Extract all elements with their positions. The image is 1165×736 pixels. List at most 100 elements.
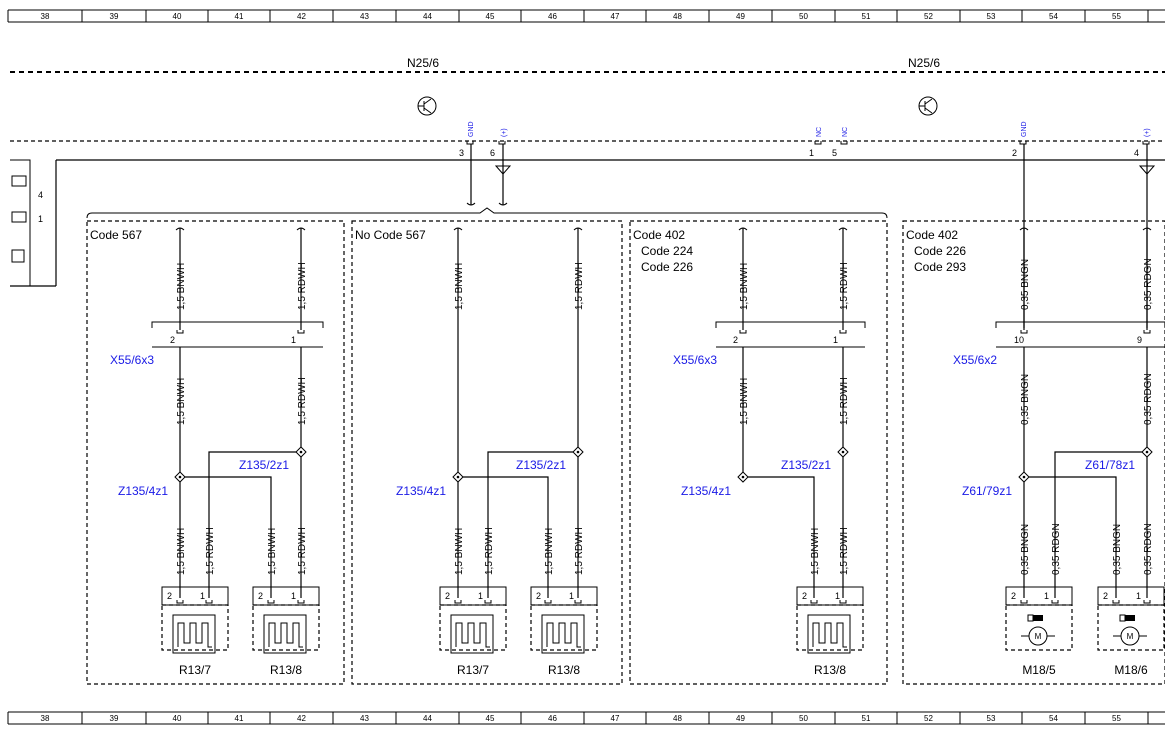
- svg-text:GND: GND: [1021, 121, 1028, 137]
- svg-text:4: 4: [38, 190, 43, 200]
- splice-b-dot: [1145, 450, 1149, 454]
- svg-text:(+): (+): [1144, 128, 1151, 137]
- code-label: Code 293: [914, 260, 966, 274]
- connector-label: X55/6x2: [953, 353, 997, 367]
- ruler-number: 48: [673, 12, 682, 21]
- wire-label: 1,5 RDWH: [297, 377, 308, 425]
- module-label: N25/6: [908, 56, 940, 70]
- group-box: [629, 220, 888, 685]
- ruler-number: 46: [548, 12, 557, 21]
- wire-label: 1,5 BNWH: [454, 263, 465, 310]
- wire-label: 1,5 BNWH: [739, 263, 750, 310]
- ruler-number: 40: [173, 12, 182, 21]
- heater-icon: [807, 614, 851, 654]
- splice-label-b: Z135/2z1: [516, 458, 566, 472]
- svg-text:2: 2: [1012, 148, 1017, 158]
- svg-text:10: 10: [1014, 335, 1024, 345]
- splice-a-dot: [178, 475, 182, 479]
- wire-label: 1,5 RDWH: [574, 262, 585, 310]
- component-label: R13/8: [548, 663, 580, 677]
- ruler-number: 41: [235, 12, 244, 21]
- code-label: Code 224: [641, 244, 693, 258]
- splice-label-b: Z135/2z1: [239, 458, 289, 472]
- transistor-icon: [918, 96, 938, 116]
- ruler-number: 39: [110, 12, 119, 21]
- svg-text:2: 2: [802, 591, 807, 601]
- component-label: M18/6: [1114, 663, 1148, 677]
- code-label: Code 226: [914, 244, 966, 258]
- svg-text:1: 1: [1044, 591, 1049, 601]
- left-connector-stub: 4 1: [10, 159, 43, 287]
- svg-text:1: 1: [569, 591, 574, 601]
- ruler-number: 48: [673, 714, 682, 723]
- svg-text:2: 2: [445, 591, 450, 601]
- ruler-number: 52: [924, 12, 933, 21]
- wire-label: 0,35 RDGN: [1143, 523, 1154, 575]
- ruler-number: 40: [173, 714, 182, 723]
- ruler-number: 54: [1049, 714, 1058, 723]
- group-box: [86, 220, 345, 685]
- code-label: Code 402: [906, 228, 958, 242]
- splice-b-dot: [299, 450, 303, 454]
- wire-label: 1,5 BNWH: [544, 528, 555, 575]
- ruler-number: 54: [1049, 12, 1058, 21]
- ruler-number: 49: [736, 714, 745, 723]
- svg-text:2: 2: [1011, 591, 1016, 601]
- svg-text:1: 1: [38, 214, 43, 224]
- splice-label-b: Z61/78z1: [1085, 458, 1135, 472]
- wire-label: 1,5 RDWH: [484, 527, 495, 575]
- ruler-number: 53: [987, 714, 996, 723]
- ruler-number: 52: [924, 714, 933, 723]
- group-box: [351, 220, 623, 685]
- ruler-number: 44: [423, 12, 432, 21]
- svg-text:1: 1: [1136, 591, 1141, 601]
- wire-label: 0,35 BNGN: [1020, 259, 1031, 310]
- component-label: R13/7: [457, 663, 489, 677]
- ruler-number: 50: [799, 12, 808, 21]
- circuit-group: No Code 567 1,5 BNWH 1,5 RDWH Z135/4z1 Z135/…: [351, 220, 623, 685]
- ruler-number: 45: [486, 714, 495, 723]
- wire-label: 0,35 RDGN: [1143, 258, 1154, 310]
- ruler-number: 43: [360, 12, 369, 21]
- wire-label: 1,5 BNWH: [176, 263, 187, 310]
- splice-label-a: Z61/79z1: [962, 484, 1012, 498]
- ruler-number: 51: [862, 714, 871, 723]
- splice-label-b: Z135/2z1: [781, 458, 831, 472]
- heater-icon: [450, 614, 494, 654]
- code-label: Code 226: [641, 260, 693, 274]
- svg-text:2: 2: [733, 335, 738, 345]
- svg-text:2: 2: [536, 591, 541, 601]
- splice-label-a: Z135/4z1: [396, 484, 446, 498]
- svg-text:M: M: [1127, 632, 1134, 641]
- code-label: No Code 567: [355, 228, 426, 242]
- svg-text:1: 1: [291, 591, 296, 601]
- svg-text:4: 4: [1134, 148, 1139, 158]
- ruler-number: 55: [1112, 714, 1121, 723]
- heater-icon: [541, 614, 585, 654]
- svg-text:1: 1: [478, 591, 483, 601]
- ruler-number: 42: [297, 714, 306, 723]
- svg-text:6: 6: [490, 148, 495, 158]
- ruler-number: 46: [548, 714, 557, 723]
- ruler-number: 55: [1112, 12, 1121, 21]
- connector-label: X55/6x3: [110, 353, 154, 367]
- wire-label: 1,5 BNWH: [176, 528, 187, 575]
- ruler-number: 39: [110, 714, 119, 723]
- code-label: Code 402: [633, 228, 685, 242]
- wire-label: 1,5 RDWH: [839, 527, 850, 575]
- connector: 10 9: [995, 321, 1165, 348]
- svg-text:9: 9: [1137, 335, 1142, 345]
- ruler-number: 42: [297, 12, 306, 21]
- ruler-number: 38: [41, 12, 50, 21]
- group-brace: [86, 207, 888, 219]
